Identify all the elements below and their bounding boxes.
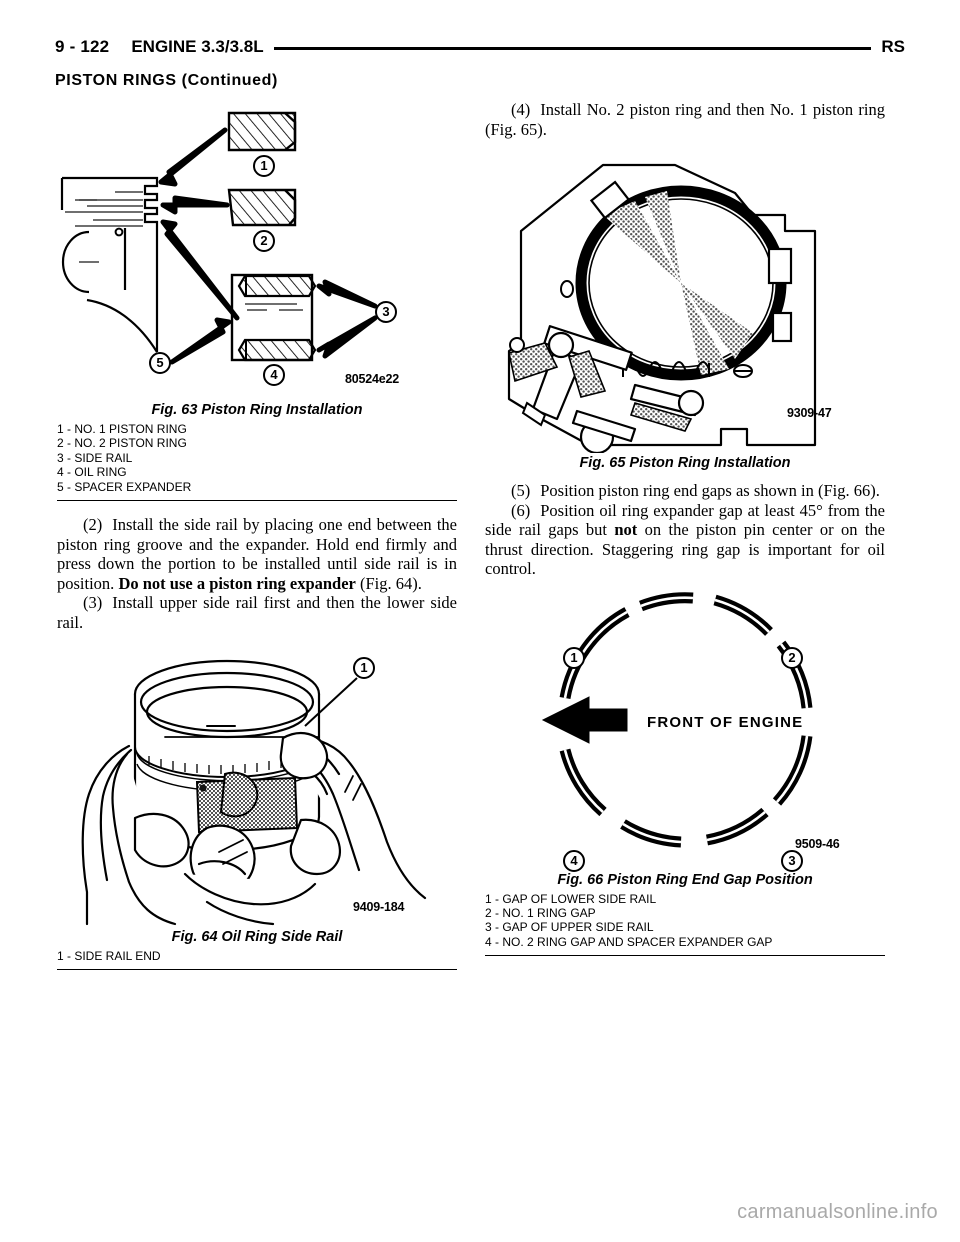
step-2-text-2: (Fig. 64). (355, 573, 422, 593)
step-6-bold: not (614, 520, 638, 539)
figure-66-callout-2: 2 (781, 646, 803, 669)
figure-66-legend-item: 3 - GAP OF UPPER SIDE RAIL (485, 920, 654, 935)
header-rule (273, 46, 872, 50)
figure-63-legend-item: 1 - NO. 1 PISTON RING (57, 422, 187, 436)
figure-63-callout-2: 2 (253, 230, 275, 252)
figure-65: 9309-47 Fig. 65 Piston Ring Installation (485, 153, 885, 471)
step-6-number: (6) (511, 500, 531, 520)
figure-66-divider (485, 955, 885, 957)
figure-64-callout-1: 1 (353, 657, 375, 680)
footer-watermark: carmanualsonline.info (737, 1201, 938, 1223)
step-5-text: Position piston ring end gaps as shown i… (540, 481, 880, 500)
figure-65-caption: Fig. 65 Piston Ring Installation (579, 455, 791, 471)
figure-66-legend-item: 4 - NO. 2 RING GAP AND SPACER EXPANDER G… (485, 934, 773, 949)
figure-65-artwork: 9309-47 (485, 153, 885, 453)
figure-66-callout-4: 4 (563, 849, 585, 872)
step-2-number: (2) (83, 515, 103, 535)
step-6-text-1: Position oil ring expander gap at least … (485, 500, 885, 540)
step-6-text-2: on the piston pin center or on the thrus… (485, 520, 885, 578)
figure-63-artwork: 1 2 3 4 5 80524e22 (57, 100, 457, 400)
step-2-paragraph: (2)Install the side rail by placing one … (57, 515, 457, 593)
figure-64-legend-item: 1 - SIDE RAIL END (57, 949, 161, 964)
right-column-body-text: (5) Position piston ring end gaps as show… (485, 481, 885, 579)
section-title: PISTON RINGS (Continued) (55, 72, 278, 89)
figure-63-divider (57, 500, 457, 502)
step-3-paragraph: (3)Install upper side rail first and the… (57, 593, 457, 632)
step-3-text: Install upper side rail first and then t… (57, 593, 457, 632)
figure-66-callout-1: 1 (563, 646, 585, 669)
left-column: 1 2 3 4 5 80524e22 Fig. 63 Piston Ring I… (57, 100, 457, 971)
right-column: (4)Install No. 2 piston ring and then No… (485, 100, 885, 957)
step-4-paragraph: (4)Install No. 2 piston ring and then No… (485, 100, 885, 139)
figure-63: 1 2 3 4 5 80524e22 Fig. 63 Piston Ring I… (57, 100, 457, 502)
step-5-number: (5) (511, 481, 531, 500)
step-4-number: (4) (511, 100, 531, 119)
figure-63-callout-4: 4 (263, 364, 285, 386)
figure-63-legend-item: 5 - SPACER EXPANDER (57, 479, 192, 494)
figure-63-legend: 1 - NO. 1 PISTON RING 2 - NO. 2 PISTON R… (57, 422, 457, 494)
left-column-body-text: (2)Install the side rail by placing one … (57, 515, 457, 632)
ring-compressor-diagram (507, 163, 817, 453)
figure-64-artwork: 1 9409-184 (57, 642, 457, 927)
figure-66-artwork: FRONT OF ENGINE 1 2 3 4 9509-46 (485, 585, 885, 872)
figure-63-legend-item: 2 - NO. 2 PISTON RING (57, 436, 187, 451)
ring-end-gap-position-diagram: FRONT OF ENGINE (541, 591, 813, 847)
figure-65-image-id: 9309-47 (787, 406, 832, 420)
figure-64: 1 9409-184 Fig. 64 Oil Ring Side Rail 1 … (57, 642, 457, 971)
page-header: 9 - 122 ENGINE 3.3/3.8L RS (55, 34, 905, 60)
step-4-text: Install No. 2 piston ring and then No. 1… (485, 100, 885, 139)
figure-64-legend: 1 - SIDE RAIL END (57, 949, 457, 963)
figure-64-image-id: 9409-184 (353, 900, 405, 915)
header-title: ENGINE 3.3/3.8L (131, 37, 264, 56)
page-number: 9 - 122 (55, 37, 110, 56)
figure-64-divider (57, 969, 457, 971)
figure-63-callout-3: 3 (375, 301, 397, 323)
figure-66-caption: Fig. 66 Piston Ring End Gap Position (557, 871, 813, 888)
figure-64-caption: Fig. 64 Oil Ring Side Rail (171, 929, 343, 946)
figure-63-caption: Fig. 63 Piston Ring Installation (151, 402, 363, 418)
step-5-paragraph: (5) Position piston ring end gaps as show… (485, 481, 885, 501)
header-right-code: RS (881, 37, 905, 56)
step-2-bold: Do not use a piston ring expander (118, 573, 356, 593)
figure-66-legend-item: 2 - NO. 1 RING GAP (485, 905, 596, 920)
figure-66-callout-3: 3 (781, 849, 803, 872)
oil-ring-side-rail-illustration (81, 659, 427, 926)
piston-ring-installation-diagram (60, 111, 378, 365)
figure-63-legend-item: 3 - SIDE RAIL (57, 450, 133, 465)
figure-63-callout-5: 5 (149, 352, 171, 374)
figure-66-legend-item: 1 - GAP OF LOWER SIDE RAIL (485, 891, 657, 906)
figure-66-image-id: 9509-46 (795, 836, 840, 851)
figure-63-image-id: 80524e22 (345, 372, 400, 386)
figure-63-legend-item: 4 - OIL RING (57, 465, 127, 480)
figure-66: FRONT OF ENGINE 1 2 3 4 9509-46 Fig. 66 … (485, 585, 885, 957)
front-of-engine-label: FRONT OF ENGINE (647, 714, 803, 731)
step-2-text-1: Install the side rail by placing one end… (57, 515, 457, 593)
figure-63-callout-1: 1 (253, 155, 275, 177)
figure-66-legend: 1 - GAP OF LOWER SIDE RAIL 2 - NO. 1 RIN… (485, 892, 885, 950)
step-6-paragraph: (6)Position oil ring expander gap at lea… (485, 501, 885, 579)
step-3-number: (3) (83, 593, 103, 613)
